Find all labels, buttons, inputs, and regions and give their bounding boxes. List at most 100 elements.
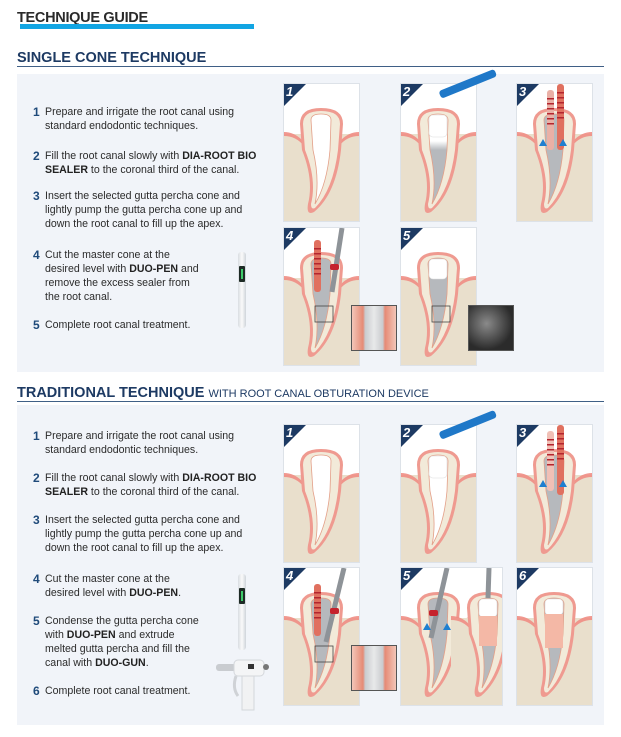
- step-text: desired level with: [45, 587, 130, 599]
- step-item: 3 Insert the selected gutta percha cone a…: [33, 513, 242, 555]
- section-title-single-cone: SINGLE CONE TECHNIQUE: [17, 50, 207, 66]
- step-text: remove the excess sealer from: [45, 277, 190, 289]
- step-text-line: Fill the root canal slowly with DIA-ROOT…: [45, 471, 256, 485]
- step-text-line: down the root canal to fill up the apex.: [45, 217, 242, 231]
- panel-number: 3: [519, 425, 527, 440]
- step-illustration-panel: 2: [400, 83, 477, 222]
- step-illustration-panel: 4: [283, 227, 360, 366]
- product-name: DUO-PEN: [129, 587, 179, 599]
- second-tooth-illustration: [451, 568, 502, 705]
- panel-number-badge: 4: [284, 228, 306, 250]
- step-text: Cut the master cone at the: [45, 573, 170, 585]
- step-text-line: Prepare and irrigate the root canal usin…: [45, 429, 234, 443]
- step-text: lightly pump the gutta percha cone up an…: [45, 204, 243, 216]
- step-text: Cut the master cone at the: [45, 249, 170, 261]
- panel-number-badge: 5: [401, 568, 423, 590]
- panel-number: 4: [286, 568, 294, 583]
- step-text-line: SEALER to the coronal third of the canal…: [45, 163, 256, 177]
- step-illustration-panel: 2: [400, 424, 477, 563]
- step-item: 2 Fill the root canal slowly with DIA-ROO…: [33, 149, 256, 177]
- step-illustration-panel: 5: [400, 567, 503, 706]
- product-name: DUO-PEN: [129, 263, 179, 275]
- step-text: Fill the root canal slowly with: [45, 150, 183, 162]
- step-text: canal with: [45, 657, 96, 669]
- step-text-line: Cut the master cone at the: [45, 248, 199, 262]
- step-text: Insert the selected gutta percha cone an…: [45, 190, 240, 202]
- panel-number-badge: 3: [517, 425, 539, 447]
- magnified-canal-detail: [351, 645, 397, 691]
- step-text: Condense the gutta percha cone: [45, 615, 199, 627]
- product-name: DIA-ROOT BIO: [182, 472, 257, 484]
- step-number: 3: [33, 513, 40, 527]
- step-text-line: Prepare and irrigate the root canal usin…: [45, 105, 234, 119]
- step-text-line: Insert the selected gutta percha cone an…: [45, 513, 242, 527]
- panel-number: 6: [519, 568, 527, 583]
- panel-number-badge: 4: [284, 568, 306, 590]
- step-item: 2 Fill the root canal slowly with DIA-ROO…: [33, 471, 256, 499]
- step-text-line: standard endodontic techniques.: [45, 443, 234, 457]
- step-illustration-panel: 4: [283, 567, 360, 706]
- step-text: to the coronal third of the canal.: [87, 164, 240, 176]
- panel-number-badge: 2: [401, 425, 423, 447]
- panel-number-badge: 1: [284, 425, 306, 447]
- step-item: 1 Prepare and irrigate the root canal usi…: [33, 429, 234, 457]
- panel-number: 5: [403, 568, 411, 583]
- magnified-canal-detail: [351, 305, 397, 351]
- step-text: with: [45, 629, 67, 641]
- step-text: desired level with: [45, 263, 130, 275]
- step-text: down the root canal to fill up the apex.: [45, 218, 224, 230]
- panel-number-badge: 5: [401, 228, 423, 250]
- step-number: 5: [33, 318, 40, 332]
- step-number: 2: [33, 471, 40, 485]
- step-number: 3: [33, 189, 40, 203]
- step-text-line: SEALER to the coronal third of the canal…: [45, 485, 256, 499]
- step-number: 6: [33, 684, 40, 698]
- step-text: down the root canal to fill up the apex.: [45, 542, 224, 554]
- panel-number: 1: [286, 425, 294, 440]
- panel-number: 2: [403, 425, 411, 440]
- step-text: .: [178, 587, 182, 599]
- section-title-traditional: TRADITIONAL TECHNIQUE WITH ROOT CANAL OB…: [17, 385, 429, 401]
- product-name: SEALER: [45, 164, 88, 176]
- step-item: 5 Complete root canal treatment.: [33, 318, 190, 332]
- accent-bar: [20, 24, 254, 29]
- product-name: DUO-PEN: [66, 629, 116, 641]
- step-text-line: melted gutta percha and fill the: [45, 642, 199, 656]
- step-number: 2: [33, 149, 40, 163]
- step-text-line: Complete root canal treatment.: [45, 318, 190, 332]
- step-text: Prepare and irrigate the root canal usin…: [45, 430, 235, 442]
- section-rule: [17, 401, 604, 402]
- step-item: 4 Cut the master cone at the desired level…: [33, 572, 181, 600]
- panel-number: 5: [403, 228, 411, 243]
- step-text: Complete root canal treatment.: [45, 319, 191, 331]
- step-text-line: standard endodontic techniques.: [45, 119, 234, 133]
- section-rule: [17, 66, 604, 67]
- step-text: standard endodontic techniques.: [45, 120, 199, 132]
- step-text-line: lightly pump the gutta percha cone up an…: [45, 203, 242, 217]
- product-name: DUO-GUN: [95, 657, 146, 669]
- panel-number: 4: [286, 228, 294, 243]
- step-text-line: down the root canal to fill up the apex.: [45, 541, 242, 555]
- step-text-line: canal with DUO-GUN.: [45, 656, 199, 670]
- step-text: standard endodontic techniques.: [45, 444, 199, 456]
- step-text: the root canal.: [45, 291, 113, 303]
- step-illustration-panel: 5: [400, 227, 477, 366]
- step-illustration-panel: 3: [516, 83, 593, 222]
- xray-image: [468, 305, 514, 351]
- panel-number-badge: 6: [517, 568, 539, 590]
- step-number: 1: [33, 429, 40, 443]
- step-text-line: Complete root canal treatment.: [45, 684, 190, 698]
- step-number: 1: [33, 105, 40, 119]
- step-text-line: Fill the root canal slowly with DIA-ROOT…: [45, 149, 256, 163]
- step-text: and extrude: [115, 629, 175, 641]
- step-text: .: [145, 657, 149, 669]
- step-text-line: desired level with DUO-PEN and: [45, 262, 199, 276]
- step-text: Fill the root canal slowly with: [45, 472, 183, 484]
- step-text: lightly pump the gutta percha cone up an…: [45, 528, 243, 540]
- step-item: 1 Prepare and irrigate the root canal usi…: [33, 105, 234, 133]
- step-text-line: remove the excess sealer from: [45, 276, 199, 290]
- step-number: 4: [33, 572, 40, 586]
- step-text-line: with DUO-PEN and extrude: [45, 628, 199, 642]
